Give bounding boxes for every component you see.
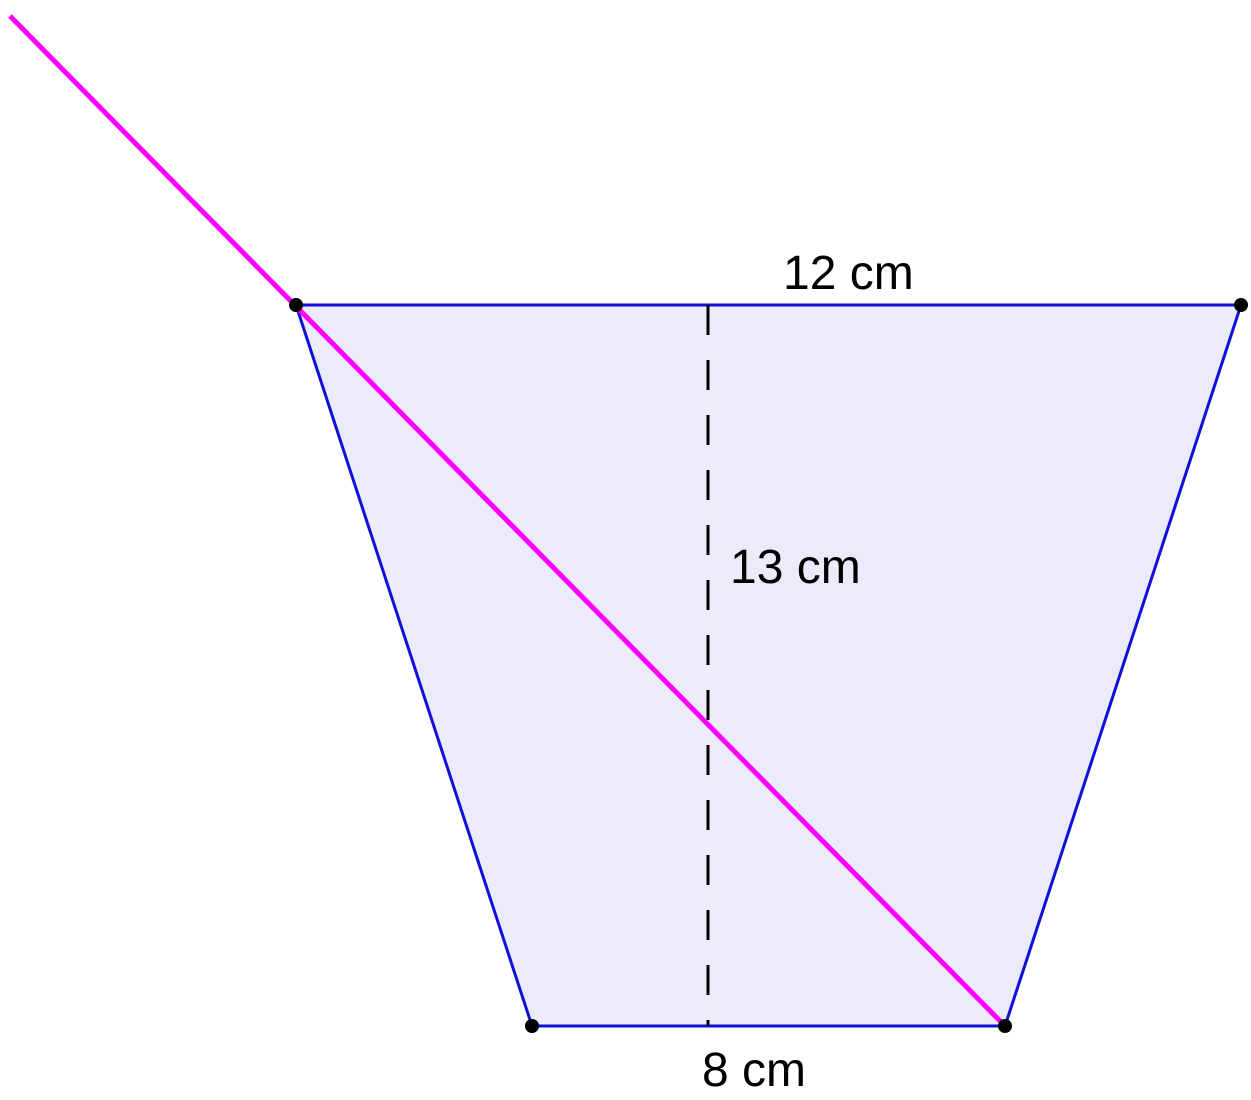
vertex-top-right [1234, 298, 1248, 312]
height-label: 13 cm [730, 541, 861, 594]
vertex-bottom-right [998, 1019, 1012, 1033]
right-edge [1003, 304, 1243, 1027]
left-edge [294, 304, 534, 1027]
vertex-top-left [289, 298, 303, 312]
vertex-bottom-left [525, 1019, 539, 1033]
top-side-label: 12 cm [783, 247, 914, 300]
trapezoid-fill [296, 305, 1241, 1026]
bottom-side-label: 8 cm [702, 1044, 806, 1097]
diagonal-ray [8, 14, 1005, 1026]
